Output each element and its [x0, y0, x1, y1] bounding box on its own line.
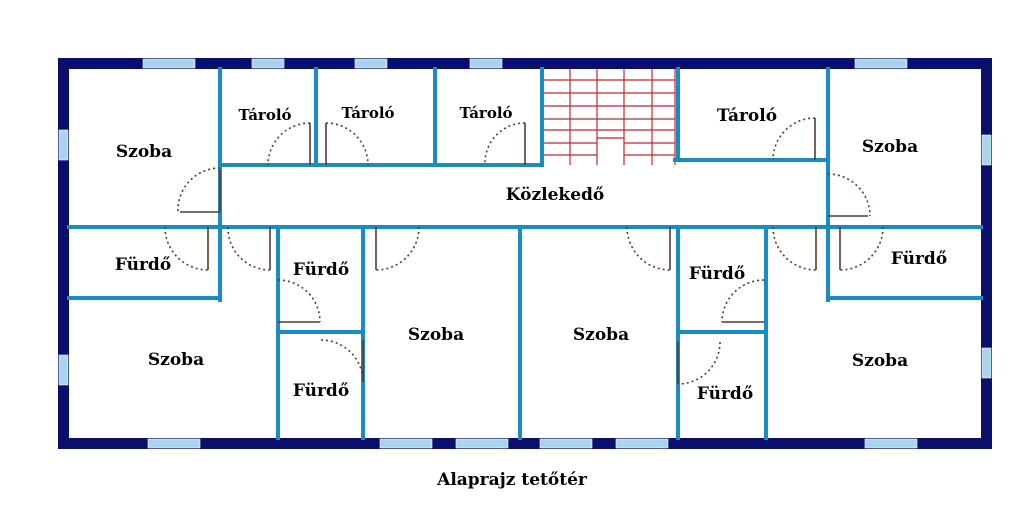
label-furdo-3: Fürdő [293, 381, 349, 401]
label-taroló-3: Tároló [459, 104, 512, 122]
doors [164, 117, 884, 385]
label-furdo-6: Fürdő [891, 249, 947, 269]
label-furdo-1: Fürdő [115, 255, 171, 275]
room-labels: Szoba Tároló Tároló Tároló Tároló Szoba … [115, 104, 947, 404]
label-szoba-bl: Szoba [148, 350, 204, 370]
label-szoba-c2: Szoba [573, 325, 629, 345]
windows [58, 58, 992, 449]
label-taroló-1: Tároló [238, 106, 291, 124]
plan-caption: Alaprajz tetőtér [437, 470, 587, 490]
inner-walls [67, 67, 983, 440]
outer-walls [58, 58, 992, 449]
label-taroló-4: Tároló [717, 106, 777, 126]
label-furdo-5: Fürdő [697, 384, 753, 404]
label-szoba-c1: Szoba [408, 325, 464, 345]
label-szoba-tr: Szoba [862, 137, 918, 157]
door-szoba-tl [180, 170, 221, 213]
label-szoba-br: Szoba [852, 351, 908, 371]
label-kozlekedo: Közlekedő [506, 185, 605, 205]
staircase [541, 69, 676, 165]
label-szoba-tl: Szoba [116, 142, 172, 162]
label-taroló-2: Tároló [341, 104, 394, 122]
label-furdo-2: Fürdő [293, 260, 349, 280]
label-furdo-4: Fürdő [689, 264, 745, 284]
